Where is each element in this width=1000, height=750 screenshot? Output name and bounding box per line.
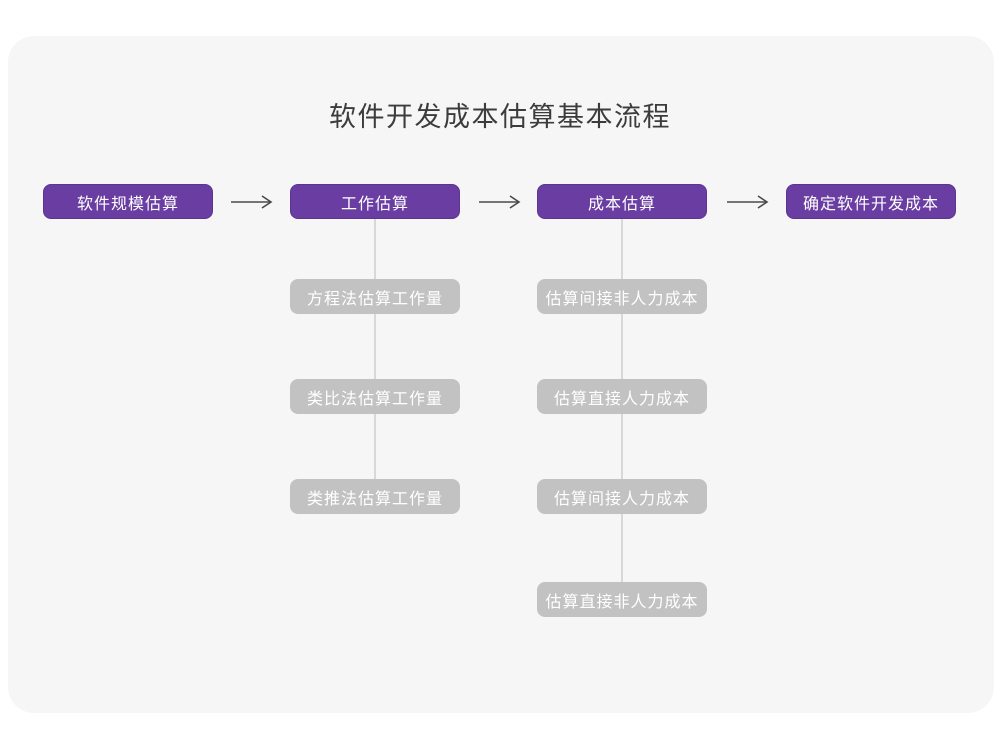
stage-final-development-cost: 确定软件开发成本 xyxy=(786,184,956,219)
substep-extrapolation-method: 类推法估算工作量 xyxy=(290,479,460,514)
substep-indirect-non-labor-cost: 估算间接非人力成本 xyxy=(537,279,707,314)
stage-effort-estimation: 工作估算 xyxy=(290,184,460,219)
right-arrow-icon xyxy=(230,193,274,211)
connector-line-effort-column xyxy=(374,218,376,480)
substep-direct-non-labor-cost: 估算直接非人力成本 xyxy=(537,582,707,617)
substep-direct-labor-cost: 估算直接人力成本 xyxy=(537,379,707,414)
card-background xyxy=(8,36,994,713)
substep-equation-method: 方程法估算工作量 xyxy=(290,279,460,314)
right-arrow-icon xyxy=(478,193,522,211)
substep-analogy-method: 类比法估算工作量 xyxy=(290,379,460,414)
right-arrow-icon xyxy=(726,193,770,211)
substep-indirect-labor-cost: 估算间接人力成本 xyxy=(537,479,707,514)
diagram-title: 软件开发成本估算基本流程 xyxy=(329,102,671,132)
stage-software-scale-estimation: 软件规模估算 xyxy=(43,184,213,219)
stage-cost-estimation: 成本估算 xyxy=(537,184,707,219)
